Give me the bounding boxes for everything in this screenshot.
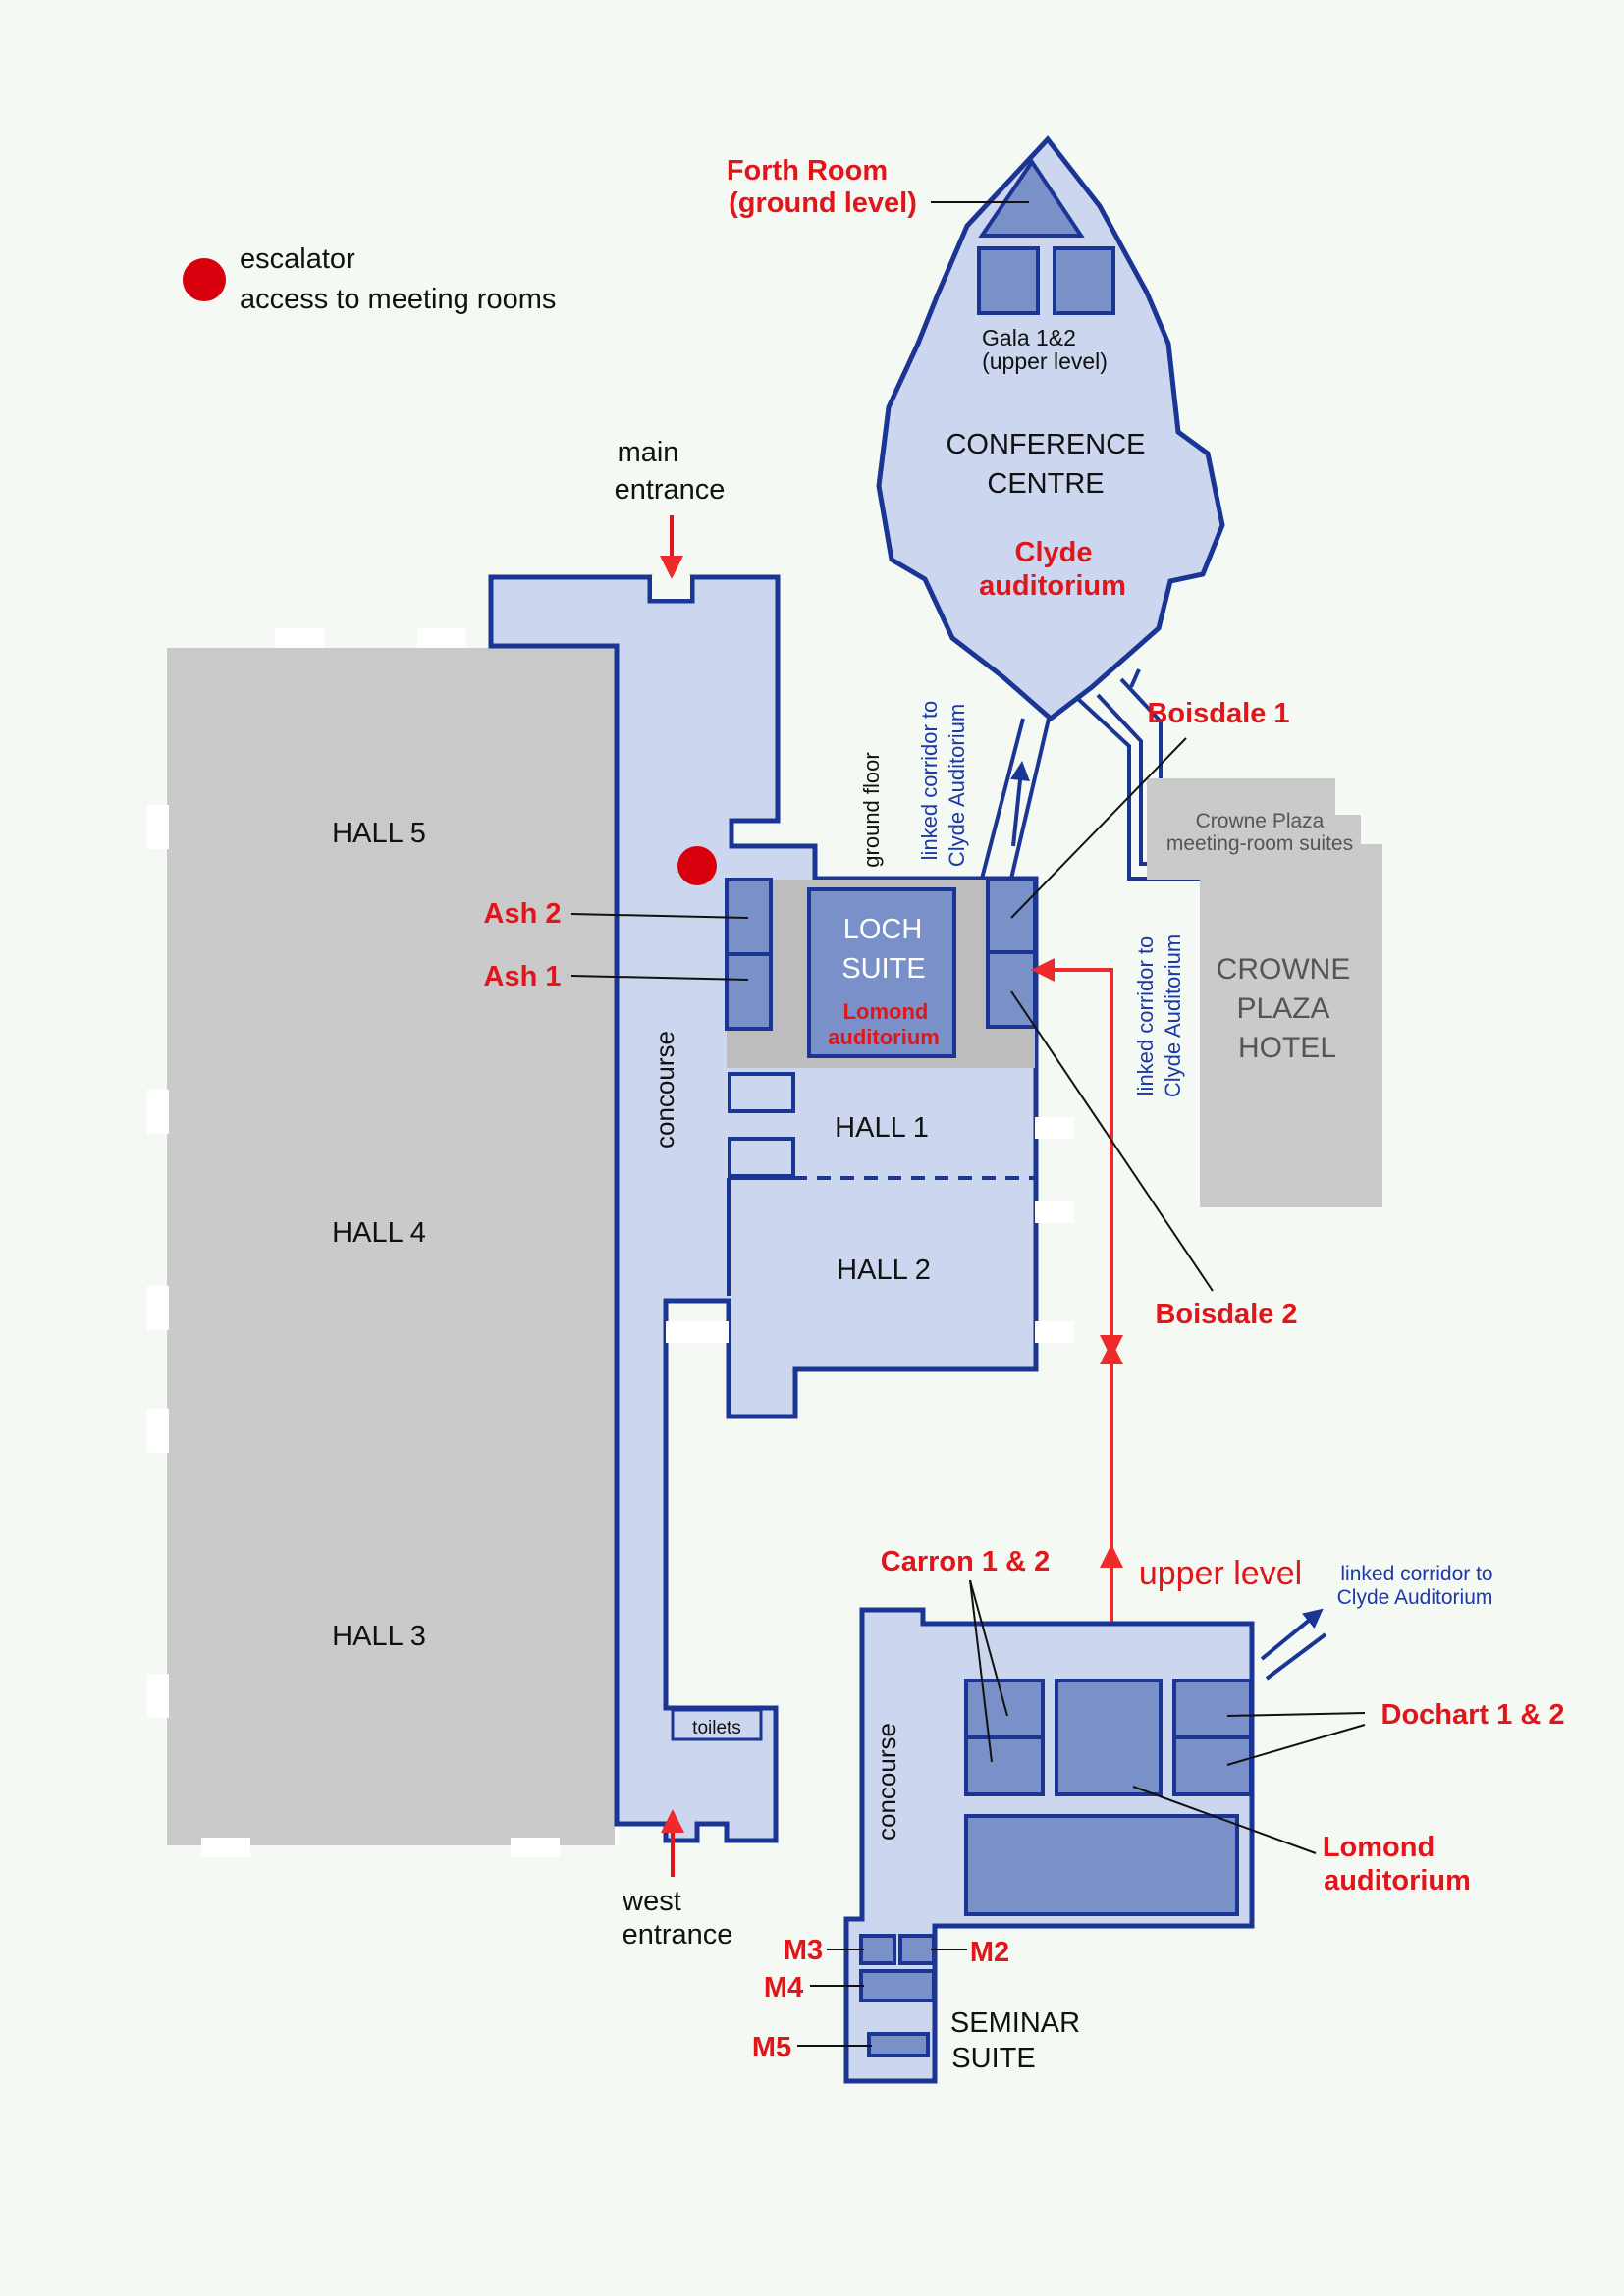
west-entrance-line2: entrance bbox=[623, 1919, 733, 1950]
upper-level-label: upper level bbox=[1139, 1555, 1302, 1592]
gala-2-room bbox=[1053, 246, 1115, 315]
lomond-line1: Lomond bbox=[1323, 1832, 1435, 1863]
corridor-ground-line1: linked corridor to bbox=[917, 701, 942, 861]
crowne-hotel-line2: PLAZA bbox=[1236, 992, 1329, 1025]
hall-1-label: HALL 1 bbox=[835, 1112, 929, 1144]
m2-room bbox=[898, 1934, 936, 1965]
loch-suite-line2: SUITE bbox=[841, 953, 925, 985]
forth-room-line2: (ground level) bbox=[729, 187, 917, 219]
hall-3-label: HALL 3 bbox=[332, 1621, 426, 1652]
escalator-dot-icon bbox=[183, 258, 226, 301]
dochart-2-room bbox=[1172, 1735, 1253, 1796]
gala-1-room bbox=[977, 246, 1040, 315]
concourse-main-label: concourse bbox=[650, 1031, 679, 1148]
corridor-upper-line1: linked corridor to bbox=[1340, 1563, 1492, 1585]
m3-label: M3 bbox=[784, 1935, 823, 1966]
toilets-block bbox=[671, 1708, 763, 1741]
dochart-label: Dochart 1 & 2 bbox=[1381, 1699, 1565, 1731]
hall-2-label: HALL 2 bbox=[837, 1255, 931, 1286]
forth-room-line1: Forth Room bbox=[727, 155, 888, 187]
loch-suite-room bbox=[807, 887, 956, 1058]
loch-suite-line1: LOCH bbox=[843, 914, 923, 945]
crowne-suites-line2: meeting-room suites bbox=[1166, 832, 1353, 855]
loch-lomond-line2: auditorium bbox=[828, 1025, 940, 1049]
dochart-1-room bbox=[1172, 1679, 1253, 1739]
entrance-notch bbox=[652, 575, 690, 599]
legend-escalator: escalator bbox=[240, 243, 355, 275]
ground-floor-label: ground floor bbox=[859, 752, 884, 867]
conference-centre-line1: CONFERENCE bbox=[946, 429, 1145, 460]
carron-2-room bbox=[964, 1735, 1045, 1796]
ash-1-label: Ash 1 bbox=[484, 961, 562, 992]
boisdale-1-label: Boisdale 1 bbox=[1147, 698, 1289, 729]
ash-2-label: Ash 2 bbox=[484, 898, 562, 930]
main-entrance-line1: main bbox=[618, 437, 679, 468]
corridor-mid-line1: linked corridor to bbox=[1133, 936, 1158, 1096]
corridor-mid-line2: Clyde Auditorium bbox=[1161, 934, 1185, 1097]
corridor-to-crowne-plaza bbox=[1076, 668, 1200, 881]
gala-line1: Gala 1&2 bbox=[982, 325, 1076, 350]
main-entrance-line2: entrance bbox=[615, 474, 726, 506]
crowne-hotel-line3: HOTEL bbox=[1238, 1032, 1336, 1064]
conference-centre bbox=[876, 135, 1225, 722]
m5-label: M5 bbox=[752, 2032, 791, 2063]
corridor-arrow bbox=[1010, 761, 1030, 847]
seminar-suite-line1: SEMINAR bbox=[950, 2007, 1080, 2039]
escalator-marker bbox=[677, 846, 717, 885]
hall-4-label: HALL 4 bbox=[332, 1217, 426, 1249]
hall-5-label: HALL 5 bbox=[332, 818, 426, 849]
seminar-suite-line2: SUITE bbox=[951, 2043, 1035, 2074]
crowne-hotel-line1: CROWNE bbox=[1217, 953, 1351, 986]
lomond-line2: auditorium bbox=[1324, 1865, 1471, 1896]
exhibition-halls-block bbox=[147, 628, 619, 1857]
clyde-line1: Clyde bbox=[1015, 537, 1093, 568]
concourse-seminar-label: concourse bbox=[872, 1723, 901, 1841]
conference-centre-line2: CENTRE bbox=[987, 468, 1104, 500]
m2-label: M2 bbox=[970, 1937, 1009, 1968]
corridor-ground-line2: Clyde Auditorium bbox=[945, 704, 969, 867]
loch-lomond-line1: Lomond bbox=[843, 999, 929, 1024]
gala-line2: (upper level) bbox=[982, 348, 1108, 374]
lomond-auditorium-room bbox=[1055, 1679, 1163, 1796]
legend-access: access to meeting rooms bbox=[240, 284, 556, 315]
corridor-to-halls bbox=[980, 718, 1051, 880]
ash-1-room bbox=[725, 952, 773, 1031]
upper-corridor-arrow-2 bbox=[1265, 1632, 1327, 1681]
crowne-suites-line1: Crowne Plaza bbox=[1196, 810, 1325, 832]
upper-corridor-arrow-1 bbox=[1260, 1608, 1324, 1661]
forth-room bbox=[978, 158, 1085, 238]
hall-2-annex bbox=[728, 1137, 795, 1178]
m4-label: M4 bbox=[764, 1972, 803, 2003]
upper-level-route bbox=[1031, 958, 1113, 1639]
m5-room bbox=[867, 2032, 930, 2057]
west-entrance-line1: west bbox=[622, 1886, 681, 1917]
toilets-label: toilets bbox=[692, 1718, 741, 1738]
seminar-hall-room bbox=[964, 1814, 1239, 1916]
carron-1-room bbox=[964, 1679, 1045, 1739]
carron-label: Carron 1 & 2 bbox=[881, 1546, 1050, 1577]
m4-room bbox=[859, 1969, 936, 2002]
clyde-line2: auditorium bbox=[979, 570, 1126, 602]
boisdale-1-room bbox=[986, 878, 1037, 954]
m3-room bbox=[859, 1934, 896, 1965]
hall-1-annex bbox=[728, 1072, 795, 1113]
corridor-upper-line2: Clyde Auditorium bbox=[1337, 1586, 1493, 1609]
boisdale-2-label: Boisdale 2 bbox=[1155, 1299, 1297, 1330]
